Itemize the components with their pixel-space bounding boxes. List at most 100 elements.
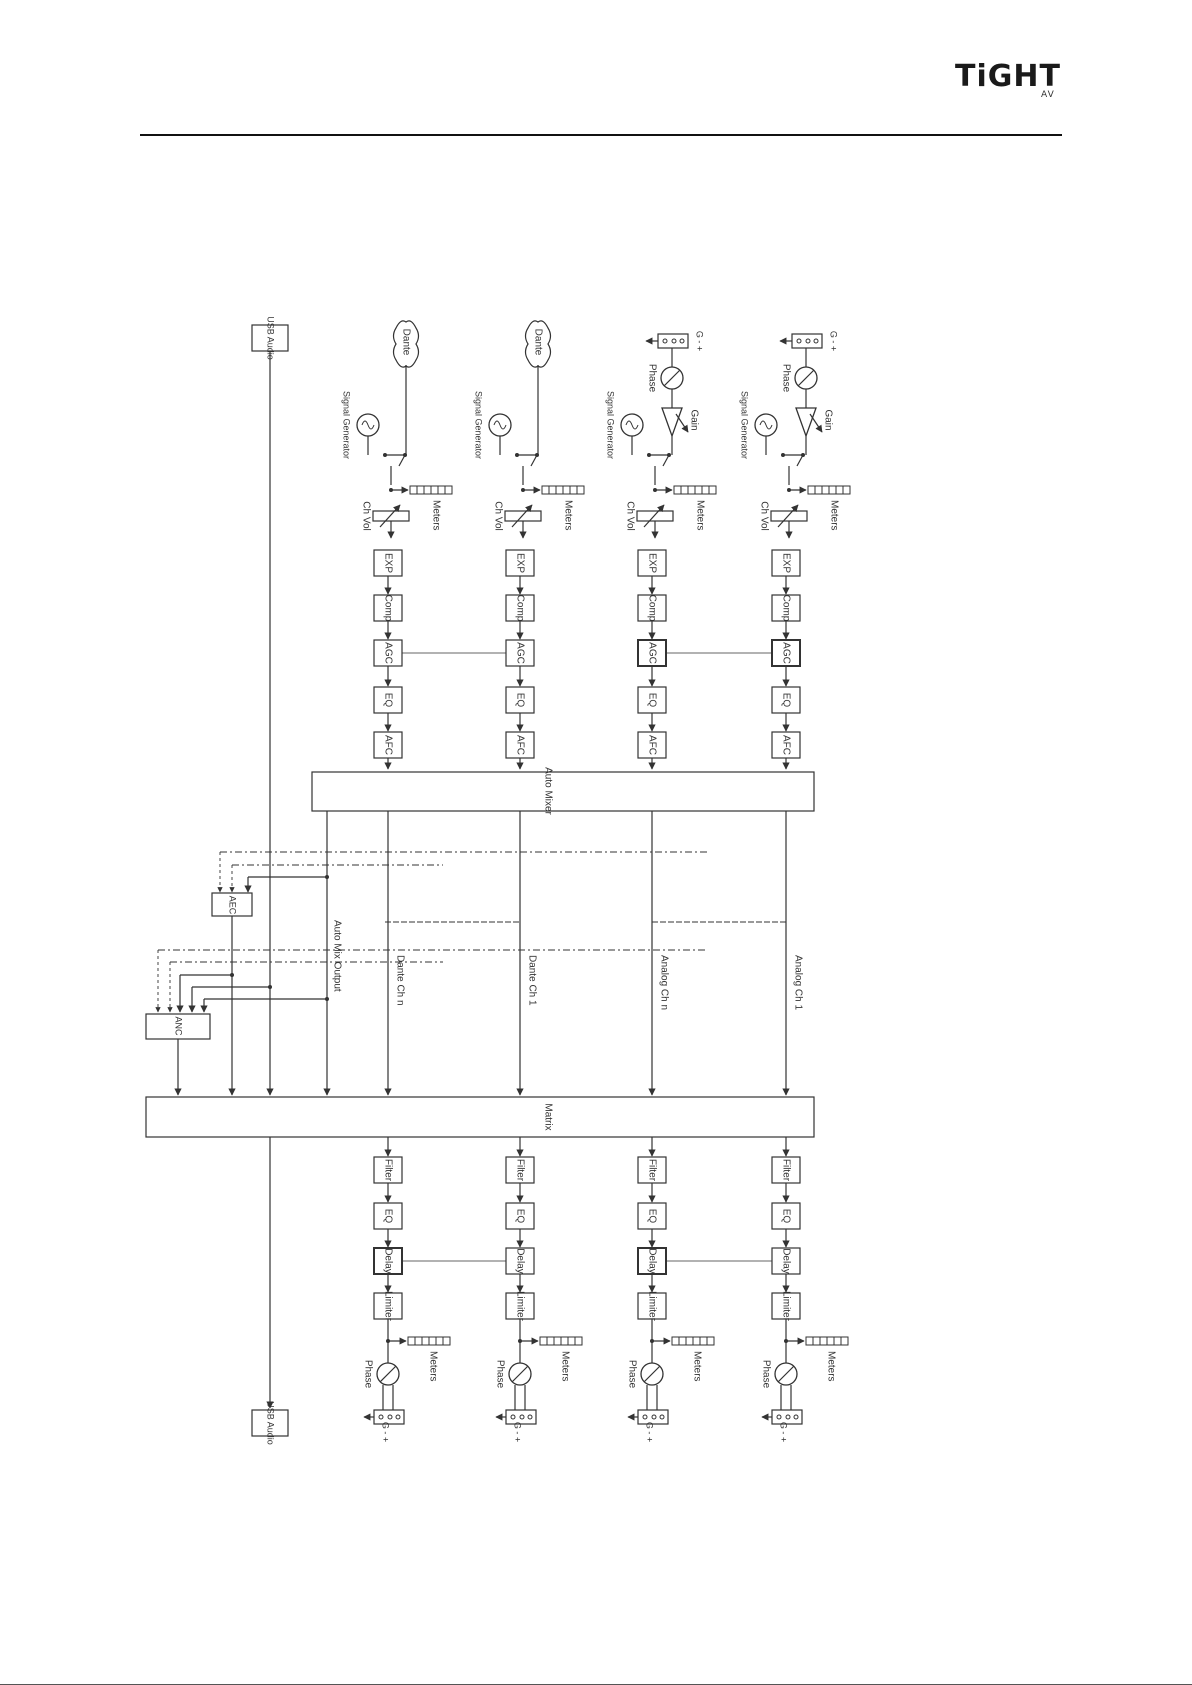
ch2-signal-generator-label: Signal Generator: [474, 391, 484, 459]
ch2-ch-vol-fader: [504, 510, 542, 522]
ch3-eq-block: [637, 686, 667, 714]
out3-meters-label: Meters: [691, 1351, 702, 1382]
out4-limiter-label: Limiter: [780, 1291, 791, 1322]
out3-filter-label: Filter: [646, 1159, 657, 1182]
ch2-exp-block: [505, 549, 535, 577]
out2-meter-segment: [539, 1336, 548, 1346]
ch4-meter-segment: [807, 485, 816, 495]
out2-meter-segment: [546, 1336, 555, 1346]
header-rule: [140, 134, 1062, 136]
ch1-exp-label: EXP: [382, 553, 393, 573]
out1-terminal-label: G - +: [381, 1422, 391, 1442]
out2-limiter-label: Limiter: [514, 1291, 525, 1322]
ch3-phase-label: Phase: [646, 364, 657, 393]
out1-phase-slash: [379, 1365, 397, 1383]
ch4-terminal-pin: [805, 338, 811, 344]
ch1-agc-block: [373, 639, 403, 667]
ch2-eq-label: EQ: [514, 693, 525, 708]
ch1-meter-segment: [423, 485, 432, 495]
out3-terminal-pin: [642, 1414, 648, 1420]
ch2-meter-segment: [548, 485, 557, 495]
logo-text: TiGHT: [955, 59, 1061, 94]
ch4-meter-segment: [821, 485, 830, 495]
out2-meters-label: Meters: [559, 1351, 570, 1382]
anc-aec-junction: [230, 973, 234, 977]
out4-meter-segment: [805, 1336, 814, 1346]
ch3-terminal-pin: [679, 338, 685, 344]
out2-limiter-block: [505, 1292, 535, 1320]
out3-meter-segment: [706, 1336, 715, 1346]
out1-meters-label: Meters: [427, 1351, 438, 1382]
ch3-meter-segment: [701, 485, 710, 495]
out4-meter-segment: [833, 1336, 842, 1346]
out4-delay-label: Delay: [780, 1248, 791, 1274]
out4-terminal-pin: [776, 1414, 782, 1420]
out2-filter-label: Filter: [514, 1159, 525, 1182]
ch4-ch-vol-label: Ch Vol: [758, 501, 769, 530]
out3-limiter-label: Limiter: [646, 1291, 657, 1322]
ch2-agc-label: AGC: [514, 642, 525, 664]
out2-terminal-pin: [510, 1414, 516, 1420]
out3-meter-segment: [692, 1336, 701, 1346]
auto-mixer-label: Auto Mixer: [542, 767, 553, 815]
ch4-eq-block: [771, 686, 801, 714]
usb-audio-in-label: USB Audio: [266, 316, 276, 360]
ch1-ch-vol-arrow: [379, 504, 401, 528]
out1-phase-label: Phase: [362, 1360, 373, 1389]
ch3-terminal-pin: [662, 338, 668, 344]
ch2-comp-block: [505, 594, 535, 622]
out4-meter-segment: [819, 1336, 828, 1346]
out4-phase-label: Phase: [760, 1360, 771, 1389]
out1-meter-segment: [421, 1336, 430, 1346]
ch2-meter-segment: [569, 485, 578, 495]
out2-meter-segment: [553, 1336, 562, 1346]
out3-meter-segment: [699, 1336, 708, 1346]
ch1-afc-label: AFC: [382, 735, 393, 755]
ch4-exp-label: EXP: [780, 553, 791, 573]
out3-delay-label: Delay: [646, 1248, 657, 1274]
out4-filter-label: Filter: [780, 1159, 791, 1182]
ch4-meters-label: Meters: [828, 500, 839, 531]
ch4-phase-slash: [797, 369, 815, 387]
usb-audio-out-block: [251, 1409, 289, 1437]
out3-meter-segment: [678, 1336, 687, 1346]
out1-meter-segment: [442, 1336, 451, 1346]
out2-terminal-pin: [519, 1414, 525, 1420]
ch1-meter-segment: [409, 485, 418, 495]
ch1-ch-vol-fader: [372, 510, 410, 522]
ch3-comp-block: [637, 594, 667, 622]
out1-meter-segment: [428, 1336, 437, 1346]
auto-mix-output-label: Auto Mix Output: [331, 920, 342, 992]
out1-limiter-label: Limiter: [382, 1291, 393, 1322]
out3-eq-label: EQ: [646, 1209, 657, 1224]
ch1-eq-block: [373, 686, 403, 714]
out1-limiter-block: [373, 1292, 403, 1320]
out1-filter-block: [373, 1156, 403, 1184]
out4-meter-segment: [840, 1336, 849, 1346]
ch3-signal-generator-label: Signal Generator: [606, 391, 616, 459]
bus-label-ch2: Dante Ch 1: [526, 955, 537, 1006]
ch4-afc-label: AFC: [780, 735, 791, 755]
out4-filter-block: [771, 1156, 801, 1184]
ch2-meter-segment: [555, 485, 564, 495]
ch4-meter-segment: [828, 485, 837, 495]
ch4-agc-label: AGC: [780, 642, 791, 664]
ch3-comp-label: Comp: [646, 595, 657, 622]
ch3-terminal-label: G - +: [695, 331, 705, 351]
auto-mixer-block: [311, 771, 815, 812]
ch3-agc-block: [637, 639, 667, 667]
ch2-comp-label: Comp: [514, 595, 525, 622]
out1-meter-segment: [414, 1336, 423, 1346]
out1-delay-label: Delay: [382, 1248, 393, 1274]
ch1-meter-segment: [444, 485, 453, 495]
ch1-meter-segment: [416, 485, 425, 495]
out3-limiter-block: [637, 1292, 667, 1320]
out3-meter-segment: [671, 1336, 680, 1346]
out4-meter-segment: [812, 1336, 821, 1346]
out1-terminal-pin: [395, 1414, 401, 1420]
ch3-exp-block: [637, 549, 667, 577]
ch3-gain-label: Gain: [688, 409, 699, 430]
bus-label-ch1: Dante Ch n: [394, 955, 405, 1006]
out3-eq-block: [637, 1202, 667, 1230]
